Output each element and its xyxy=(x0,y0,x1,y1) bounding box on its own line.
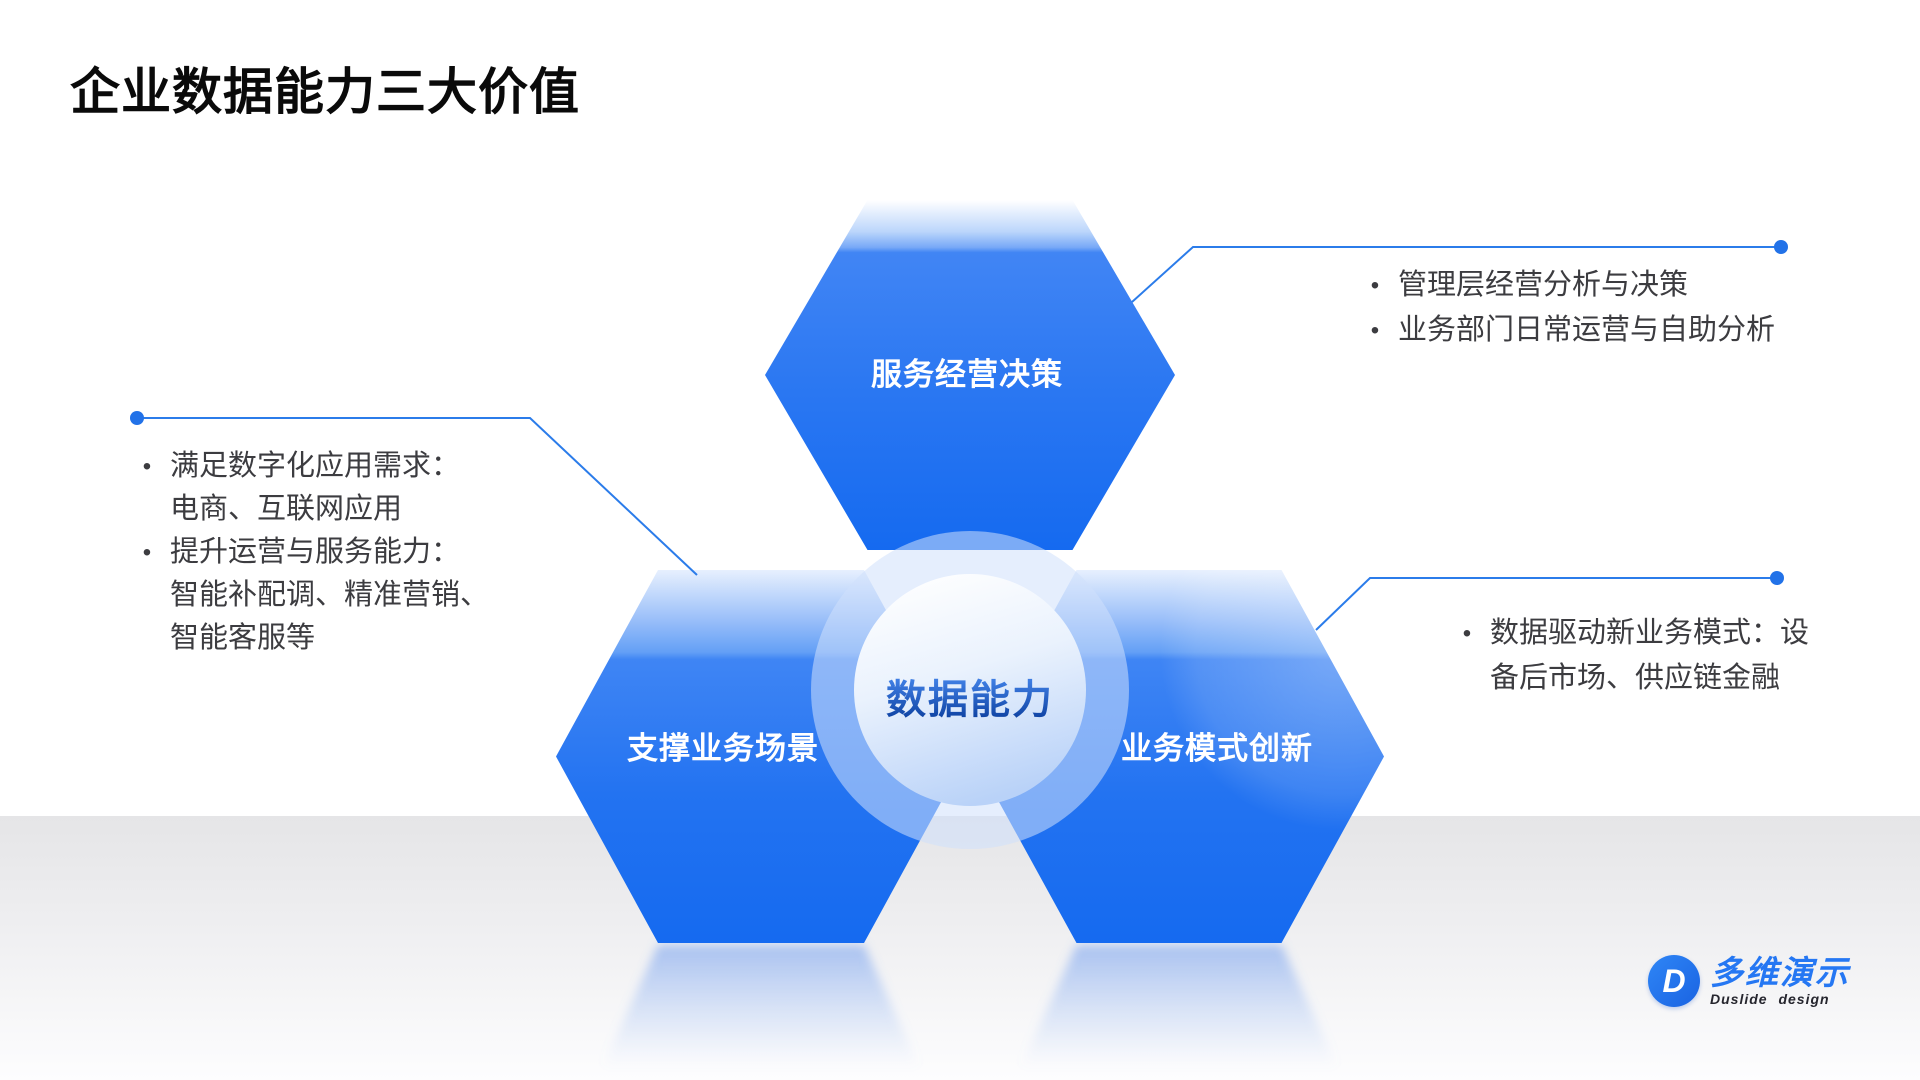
bullet-icon: • xyxy=(1462,620,1472,647)
bullet-icon: • xyxy=(142,539,152,566)
bullet-icon: • xyxy=(1370,317,1380,344)
annotation-item: • 满足数字化应用需求： 电商、互联网应用 xyxy=(124,445,489,531)
hexagon-label-service-decision: 服务经营决策 xyxy=(871,357,1063,392)
hexagon-reflection-left xyxy=(602,945,920,1068)
annotation-item: • 业务部门日常运营与自助分析 xyxy=(1352,308,1775,353)
brand-name: 多维演示 xyxy=(1710,953,1850,991)
annotation-text: 提升运营与服务能力： 智能补配调、精准营销、 智能客服等 xyxy=(170,536,490,654)
leader-line-top-right xyxy=(1131,246,1776,303)
annotation-right: • 数据驱动新业务模式：设 备后市场、供应链金融 xyxy=(1444,611,1809,701)
hexagon-label-business-scenario: 支撑业务场景 xyxy=(627,731,819,766)
leader-dot-top-right xyxy=(1774,240,1788,254)
annotation-item: • 提升运营与服务能力： 智能补配调、精准营销、 智能客服等 xyxy=(124,531,489,660)
brand-logo-letter: D xyxy=(1662,962,1686,999)
center-capability-label: 数据能力 xyxy=(770,676,1170,724)
annotation-item: • 管理层经营分析与决策 xyxy=(1352,263,1775,308)
brand-subtitle: Duslide design xyxy=(1710,990,1830,1007)
brand-logo: D 多维演示 Duslide design xyxy=(1648,955,1850,1007)
leader-dot-left xyxy=(130,411,144,425)
annotation-top-right: • 管理层经营分析与决策 • 业务部门日常运营与自助分析 xyxy=(1352,263,1775,353)
annotation-text: 业务部门日常运营与自助分析 xyxy=(1398,314,1776,346)
annotation-text: 满足数字化应用需求： 电商、互联网应用 xyxy=(170,450,461,525)
annotation-text: 管理层经营分析与决策 xyxy=(1398,269,1689,301)
page-title: 企业数据能力三大价值 xyxy=(70,64,580,120)
leader-dot-right xyxy=(1770,571,1784,585)
center-circle xyxy=(854,574,1086,806)
leader-line-right xyxy=(1315,577,1772,631)
brand-logo-icon: D xyxy=(1648,955,1700,1007)
annotation-left: • 满足数字化应用需求： 电商、互联网应用 • 提升运营与服务能力： 智能补配调… xyxy=(124,445,489,660)
annotation-text: 数据驱动新业务模式：设 备后市场、供应链金融 xyxy=(1490,617,1810,694)
floor-background xyxy=(0,816,1920,1080)
hexagon-label-business-model: 业务模式创新 xyxy=(1121,731,1313,766)
hexagon-top xyxy=(765,200,1175,550)
brand-logo-text: 多维演示 Duslide design xyxy=(1710,953,1850,1007)
hexagon-reflection-right xyxy=(1020,945,1338,1068)
leader-line-left xyxy=(137,417,698,576)
bullet-icon: • xyxy=(1370,272,1380,299)
annotation-item: • 数据驱动新业务模式：设 备后市场、供应链金融 xyxy=(1444,611,1809,701)
bullet-icon: • xyxy=(142,453,152,480)
